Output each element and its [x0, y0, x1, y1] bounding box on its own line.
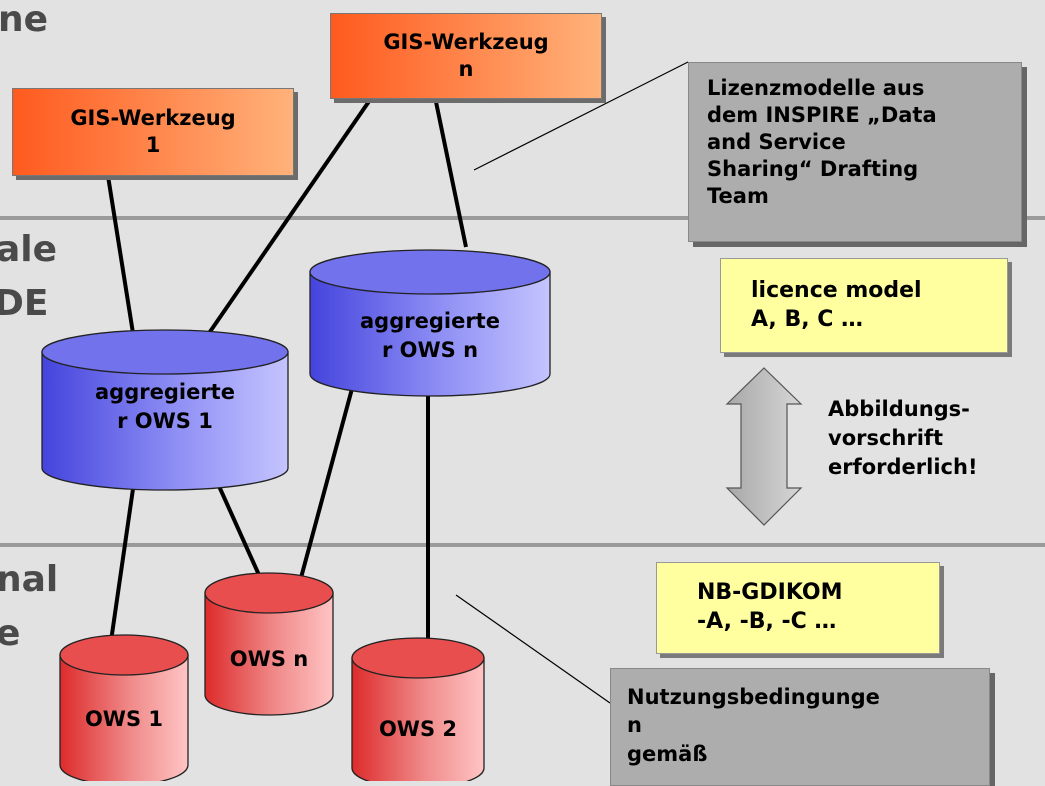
nbgdikom-line-1: NB-GDIKOM: [697, 580, 843, 606]
layer-label-top: ne: [0, 0, 49, 40]
mapping-note-line-3: erforderlich!: [828, 454, 978, 479]
gis-tool-1-box: GIS-Werkzeug 1: [12, 88, 294, 176]
ows-1-cylinder: [59, 634, 189, 781]
layer-label-bottom-2: e: [0, 613, 21, 654]
licence-model-line-2: A, B, C …: [751, 306, 864, 332]
aggregated-ows-1-line-1: aggregierte: [95, 380, 235, 404]
line-tool1-agg1: [106, 175, 138, 353]
aggregated-ows-n-line-2: r OWS n: [381, 337, 479, 362]
pointer-lines: [455, 61, 689, 704]
gis-tool-n-label: GIS-Werkzeug: [383, 29, 549, 54]
line-aggn-owsn: [293, 384, 355, 601]
gis-tool-n-box: GIS-Werkzeug n: [330, 13, 602, 99]
line-tooln-aggn: [433, 96, 468, 248]
ows-n-label: OWS n: [229, 647, 309, 671]
pointer-inspire: [473, 61, 689, 171]
gis-tool-n-number: n: [458, 57, 474, 81]
terms-line-3: gemäß: [627, 741, 708, 766]
inspire-note-line-5: Team: [707, 183, 769, 208]
gis-tool-1-number: 1: [145, 133, 161, 157]
licence-model-box: licence model A, B, C …: [720, 258, 1008, 353]
ows-2-cylinder: [351, 637, 485, 781]
inspire-note-box: Lizenzmodelle aus dem INSPIRE „Data and …: [688, 62, 1022, 242]
terms-line-1: Nutzungsbedingunge: [627, 685, 880, 709]
terms-line-2: n: [627, 713, 642, 738]
inspire-note-line-1: Lizenzmodelle aus: [707, 76, 925, 100]
nbgdikom-box: NB-GDIKOM -A, -B, -C …: [656, 562, 940, 654]
double-arrow: [725, 367, 803, 526]
aggregated-ows-n-line-1: aggregierte: [360, 309, 500, 333]
layer-label-middle-1: ale: [0, 229, 58, 270]
layer-label-bottom-1: nal: [0, 559, 59, 600]
ows-2-label: OWS 2: [378, 717, 458, 741]
aggregated-ows-n-label: aggregierte r OWS n: [310, 307, 550, 365]
aggregated-ows-n-cylinder: [309, 249, 551, 397]
separator-upper: [0, 216, 1045, 220]
layer-separators: [0, 216, 1045, 547]
aggregated-ows-1-label: aggregierte r OWS 1: [42, 378, 288, 436]
inspire-note-line-2: dem INSPIRE „Data: [707, 102, 937, 127]
ows-1-label: OWS 1: [84, 707, 164, 731]
gis-tool-1-label: GIS-Werkzeug: [70, 105, 236, 130]
aggregated-ows-1-line-2: r OWS 1: [117, 408, 213, 433]
line-tooln-agg1: [194, 95, 374, 354]
licence-model-line-1: licence model: [751, 277, 922, 303]
nbgdikom-line-2: -A, -B, -C …: [697, 609, 837, 634]
aggregated-ows-1-cylinder: [41, 329, 289, 491]
ows-n-cylinder: [204, 572, 334, 716]
inspire-note-line-3: and Service: [707, 129, 846, 154]
mapping-note-line-1: Abbildungs-: [828, 397, 970, 421]
separator-lower: [0, 543, 1045, 547]
terms-of-use-box: Nutzungsbedingunge n gemäß: [610, 668, 990, 786]
mapping-note-line-2: vorschrift: [828, 425, 944, 450]
layer-label-middle-2: DE: [0, 283, 49, 324]
line-agg1-ows1: [107, 474, 137, 656]
mapping-note: Abbildungs- vorschrift erforderlich!: [828, 395, 978, 481]
inspire-note-line-4: Sharing“ Drafting: [707, 156, 919, 181]
pointer-terms: [455, 594, 611, 704]
